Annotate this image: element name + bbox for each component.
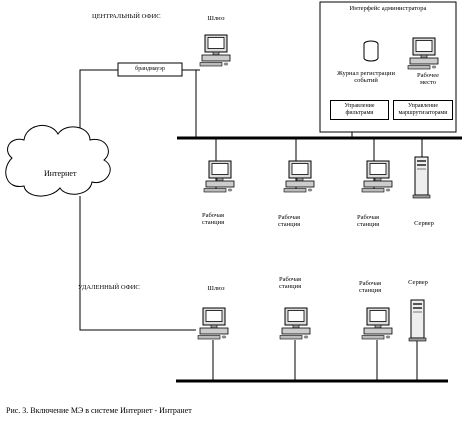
central-server-tower [412, 156, 431, 199]
admin-workstation-computer [407, 37, 439, 70]
database-icon [363, 40, 379, 62]
central-office-label: ЦЕНТРАЛЬНЫЙ ОФИС [92, 13, 161, 20]
firewall-label: брандмауэр [135, 66, 165, 72]
central-workstation-1-computer [203, 160, 235, 193]
remote-gateway-computer [197, 307, 229, 340]
central-workstation-3-computer [361, 160, 393, 193]
remote-workstation-2-computer [361, 307, 393, 340]
internet-cloud [5, 125, 111, 197]
remote-workstation-1-computer [279, 307, 311, 340]
remote-office-label: УДАЛЕННЫЙ ОФИС [78, 284, 140, 291]
central-gateway-computer [199, 34, 231, 67]
central-gateway-label: Шлюз [207, 15, 225, 22]
remote-server-tower [408, 299, 427, 342]
central-workstation-2-computer [283, 160, 315, 193]
figure-caption: Рис. 3. Включение МЭ в системе Интернет … [6, 406, 192, 415]
central-server-label: Сервер [414, 220, 434, 227]
internet-label: Интернет [44, 169, 77, 178]
remote-server-label: Сервер [408, 279, 428, 286]
link-remote [79, 196, 196, 331]
remote-gateway-label: Шлюз [207, 285, 225, 292]
admin-panel-title: Интерфейс администратора [349, 5, 427, 12]
link-central [79, 69, 118, 128]
